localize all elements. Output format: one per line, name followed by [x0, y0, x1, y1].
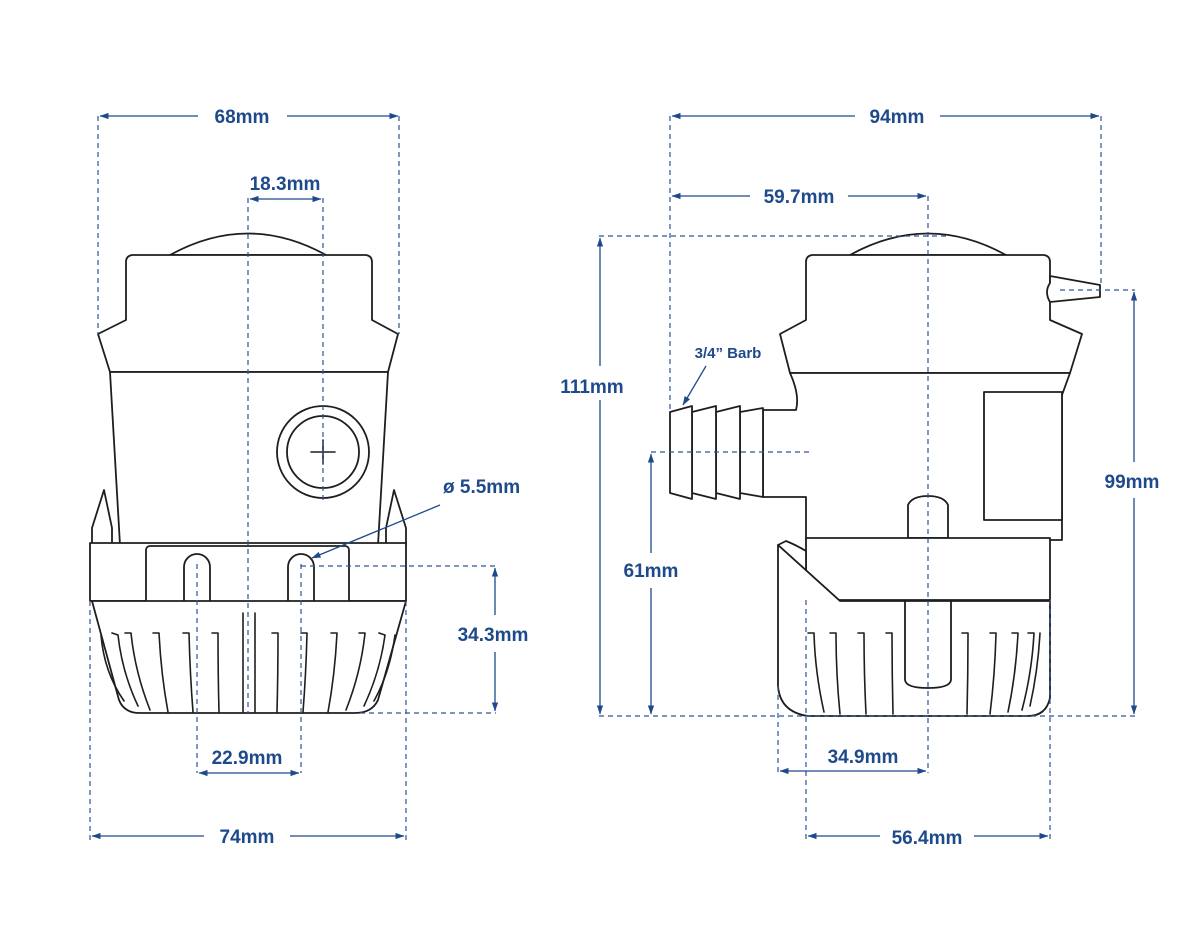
barb-ring-2 — [691, 405, 717, 500]
front-dimension-labels: 68mm 18.3mm ø 5.5mm 34.3mm 22.9mm 74mm — [212, 107, 529, 848]
side-view: 94mm 59.7mm 3/4” Barb 111mm 61mm 99mm 34… — [560, 107, 1159, 849]
label-outlet-height: 61mm — [624, 561, 679, 582]
label-slot-height: 34.3mm — [458, 625, 529, 646]
label-overall-length: 94mm — [870, 107, 925, 128]
label-barb: 3/4” Barb — [695, 345, 762, 362]
side-pump-body — [669, 232, 1101, 717]
label-mount-hole-dia: ø 5.5mm — [443, 477, 520, 498]
side-strainer-ribs — [807, 632, 1041, 715]
label-slot-spacing: 22.9mm — [212, 748, 283, 769]
label-cable-height: 99mm — [1105, 472, 1160, 493]
front-view: 68mm 18.3mm ø 5.5mm 34.3mm 22.9mm 74mm — [89, 107, 529, 848]
side-top-cap — [779, 254, 1083, 374]
side-dimension-lines — [596, 112, 1138, 840]
label-overall-height: 111mm — [560, 377, 623, 398]
label-outlet-position: 59.7mm — [764, 187, 835, 208]
front-strainer-ribs — [100, 612, 396, 713]
label-top-width: 68mm — [215, 107, 270, 128]
side-switch-housing — [983, 391, 1063, 521]
label-base-width: 74mm — [220, 827, 275, 848]
label-base-offset: 34.9mm — [828, 747, 899, 768]
front-right-clip — [385, 489, 407, 546]
label-outlet-offset: 18.3mm — [250, 174, 321, 195]
label-base-length: 56.4mm — [892, 828, 963, 849]
front-strainer — [91, 600, 407, 714]
front-extension-lines — [89, 116, 496, 840]
front-dimension-lines — [91, 112, 499, 840]
side-center-post — [904, 600, 952, 689]
side-extension-lines — [599, 116, 1135, 840]
side-cable-gland — [1046, 275, 1101, 303]
side-dimension-labels: 94mm 59.7mm 3/4” Barb 111mm 61mm 99mm 34… — [560, 107, 1159, 849]
front-left-clip — [91, 489, 113, 546]
